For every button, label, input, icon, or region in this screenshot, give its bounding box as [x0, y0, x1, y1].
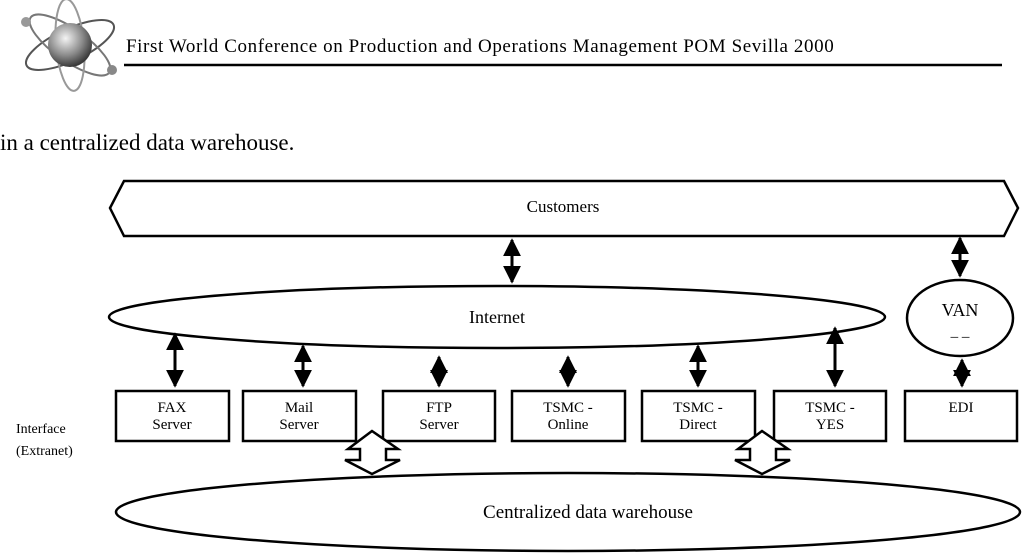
server-tsmc-yes: TSMC - YES	[772, 389, 888, 443]
internet-node: Internet	[107, 284, 887, 350]
server-edi: EDI	[903, 389, 1019, 443]
customers-label: Customers	[527, 197, 600, 216]
hollow-arrow-left	[344, 429, 403, 476]
server-tsmc-yes-line1: TSMC -	[805, 400, 855, 416]
van-sub-label: _ _	[950, 324, 970, 340]
warehouse-label: Centralized data warehouse	[483, 502, 693, 523]
interface-label-line2: (Extranet)	[16, 444, 73, 459]
conference-title: First World Conference on Production and…	[126, 36, 835, 57]
server-tsmc-direct: TSMC - Direct	[640, 389, 757, 443]
customers-node: Customers	[108, 179, 1020, 238]
server-mail-line1: Mail	[285, 400, 313, 416]
body-text: in a centralized data warehouse.	[0, 130, 295, 155]
server-mail-line2: Server	[279, 417, 318, 433]
server-tsmc-yes-line2: YES	[816, 417, 844, 433]
warehouse-node: Centralized data warehouse	[114, 471, 1022, 553]
server-mail: Mail Server	[241, 389, 358, 443]
van-label: VAN	[942, 300, 979, 320]
hollow-arrow-right	[734, 429, 793, 476]
server-edi-line1: EDI	[949, 400, 974, 416]
server-ftp-line1: FTP	[426, 400, 452, 416]
interface-label-line1: Interface	[16, 422, 66, 437]
van-node: VAN _ _	[905, 278, 1015, 358]
server-ftp-line2: Server	[419, 417, 458, 433]
server-fax: FAX Server	[114, 389, 231, 443]
server-tsmc-direct-line1: TSMC -	[673, 400, 723, 416]
server-tsmc-online: TSMC - Online	[510, 389, 627, 443]
server-fax-line1: FAX	[158, 400, 187, 416]
server-fax-line2: Server	[152, 417, 191, 433]
server-tsmc-direct-line2: Direct	[679, 417, 717, 433]
conference-logo	[21, 0, 117, 92]
internet-label: Internet	[469, 307, 525, 327]
server-ftp: FTP Server	[381, 389, 497, 443]
server-tsmc-online-line1: TSMC -	[543, 400, 593, 416]
server-tsmc-online-line2: Online	[548, 417, 589, 433]
